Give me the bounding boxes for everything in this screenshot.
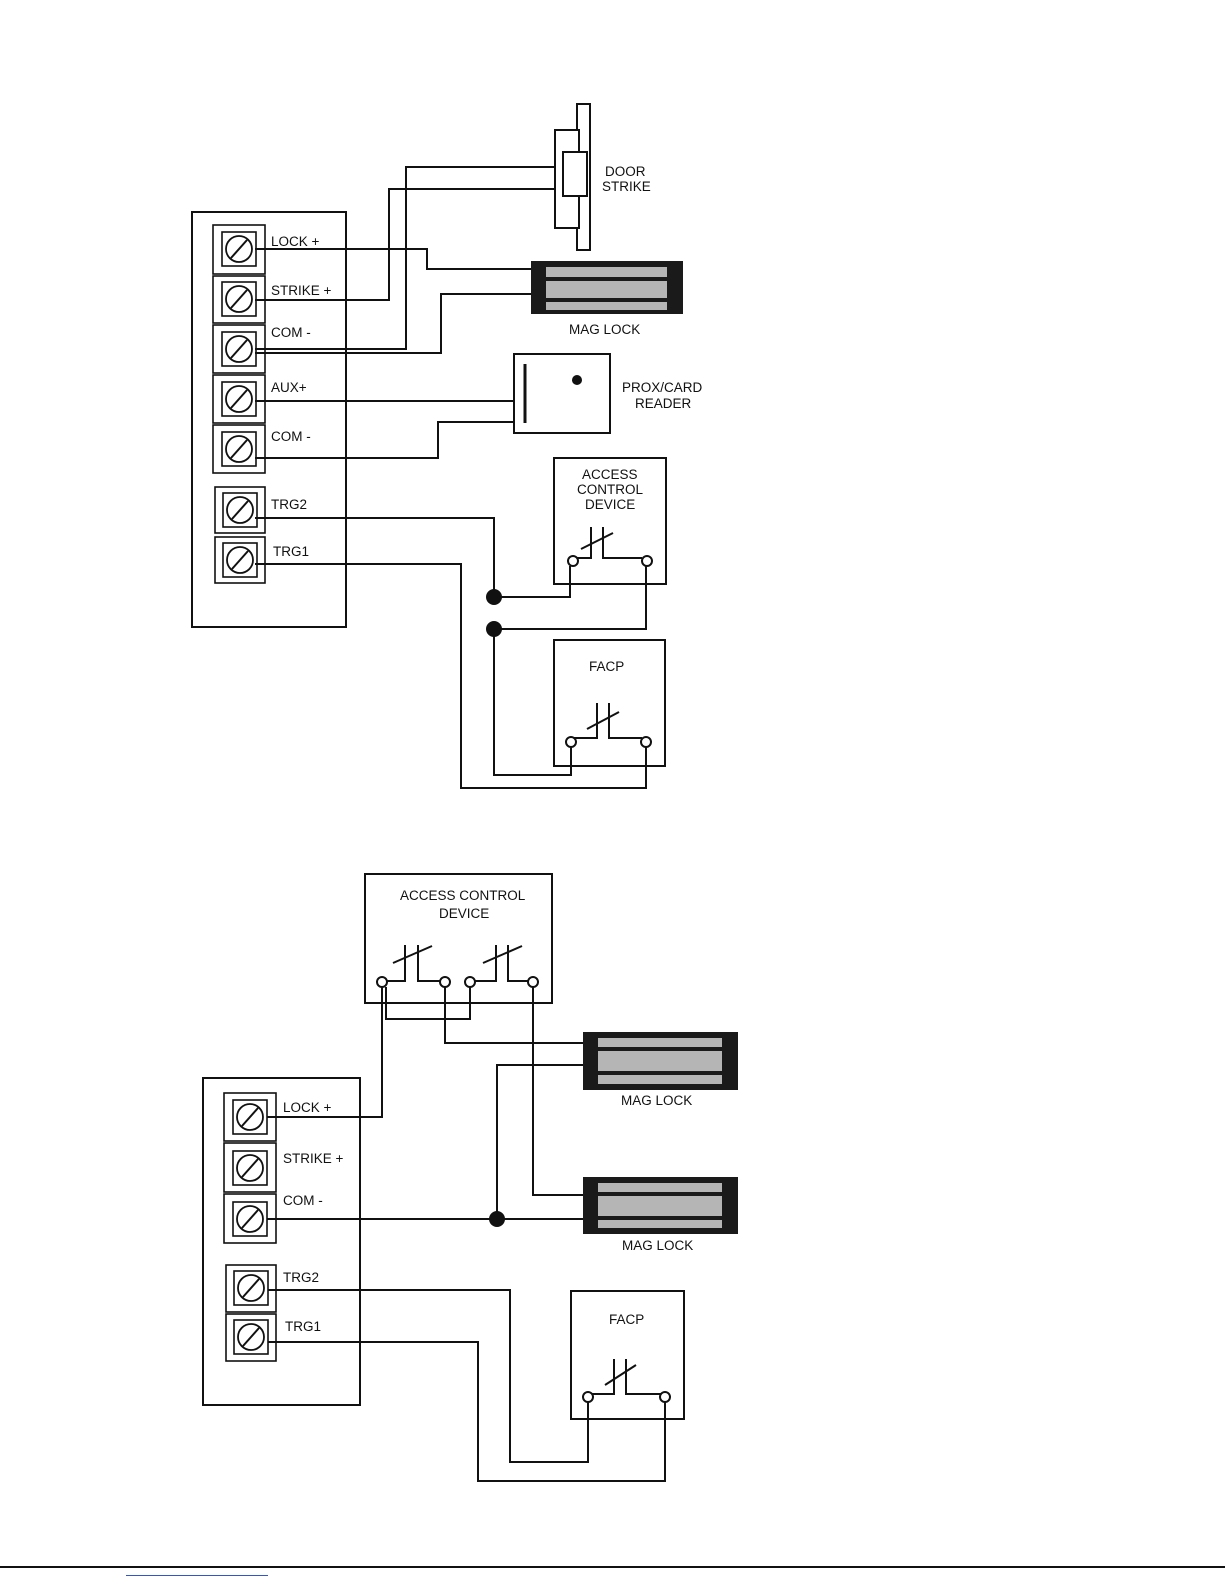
screw-icon <box>223 493 257 527</box>
contact-terminal <box>566 737 576 747</box>
footer-rule <box>0 1566 1225 1568</box>
junction-dot <box>486 589 502 605</box>
door-strike: DOOR STRIKE <box>555 104 651 250</box>
contact-terminal <box>377 977 387 987</box>
mag-lock: MAG LOCK <box>531 261 683 337</box>
junction-dot <box>489 1211 505 1227</box>
screw-icon <box>222 232 256 266</box>
mag-lock-2: MAG LOCK <box>583 1177 738 1253</box>
access-control-label-2: CONTROL <box>577 482 643 497</box>
terminal-label-lock: LOCK + <box>283 1100 332 1115</box>
screw-icon <box>233 1151 267 1185</box>
terminal-label-com: COM - <box>271 325 311 340</box>
door-strike-label-2: STRIKE <box>602 179 651 194</box>
contact-terminal <box>660 1392 670 1402</box>
reader-outline <box>514 354 610 433</box>
contact-terminal <box>440 977 450 987</box>
access-control-label-1: ACCESS CONTROL <box>400 888 526 903</box>
terminal-label-trg1: TRG1 <box>285 1319 321 1334</box>
terminal-label-strike: STRIKE + <box>283 1151 344 1166</box>
screw-icon <box>222 432 256 466</box>
terminal-board-2: LOCK + STRIKE + COM - TRG2 TRG1 <box>203 1078 360 1405</box>
access-control-device: ACCESS CONTROL DEVICE <box>554 458 666 584</box>
access-control-label-2: DEVICE <box>439 906 489 921</box>
door-strike-label-1: DOOR <box>605 164 646 179</box>
wire-maglock-2 <box>533 987 583 1195</box>
reader-label-1: PROX/CARD <box>622 380 703 395</box>
terminal-label-strike: STRIKE + <box>271 283 332 298</box>
reader-led-icon <box>572 375 582 385</box>
screw-icon <box>234 1271 268 1305</box>
mag-lock-label: MAG LOCK <box>569 322 640 337</box>
contact-terminal <box>568 556 578 566</box>
terminal-label-trg2: TRG2 <box>283 1270 319 1285</box>
terminal-label-lock: LOCK + <box>271 234 320 249</box>
diagram-1: LOCK + STRIKE + COM - AUX+ COM - TRG2 TR… <box>192 104 703 788</box>
screw-icon <box>233 1202 267 1236</box>
contact-terminal <box>641 737 651 747</box>
terminal-label-aux: AUX+ <box>271 380 307 395</box>
screw-icon <box>234 1320 268 1354</box>
contact-terminal <box>642 556 652 566</box>
junction-dot <box>486 621 502 637</box>
mag-lock-label: MAG LOCK <box>622 1238 693 1253</box>
terminal-label-trg1: TRG1 <box>273 544 309 559</box>
mag-lock-label: MAG LOCK <box>621 1093 692 1108</box>
screw-icon <box>222 332 256 366</box>
terminal-label-com-2: COM - <box>271 429 311 444</box>
screw-icon <box>223 543 257 577</box>
reader-label-2: READER <box>635 396 692 411</box>
facp-2: FACP <box>571 1291 684 1419</box>
access-control-label-1: ACCESS <box>582 467 638 482</box>
contact-terminal <box>583 1392 593 1402</box>
diagram-2: ACCESS CONTROL DEVICE MAG LOCK <box>203 874 738 1481</box>
mag-lock-1: MAG LOCK <box>583 1032 738 1108</box>
facp-label: FACP <box>589 659 624 674</box>
access-control-label-3: DEVICE <box>585 497 635 512</box>
footer-link-underline[interactable] <box>126 1575 268 1576</box>
contact-terminal <box>465 977 475 987</box>
terminal-label-trg2: TRG2 <box>271 497 307 512</box>
access-control-device-2: ACCESS CONTROL DEVICE <box>365 874 552 1003</box>
contact-terminal <box>528 977 538 987</box>
terminal-label-com: COM - <box>283 1193 323 1208</box>
facp-label: FACP <box>609 1312 644 1327</box>
prox-card-reader: PROX/CARD READER <box>514 354 703 433</box>
screw-icon <box>222 282 256 316</box>
screw-icon <box>222 382 256 416</box>
door-strike-keeper <box>563 152 587 196</box>
screw-icon <box>233 1100 267 1134</box>
